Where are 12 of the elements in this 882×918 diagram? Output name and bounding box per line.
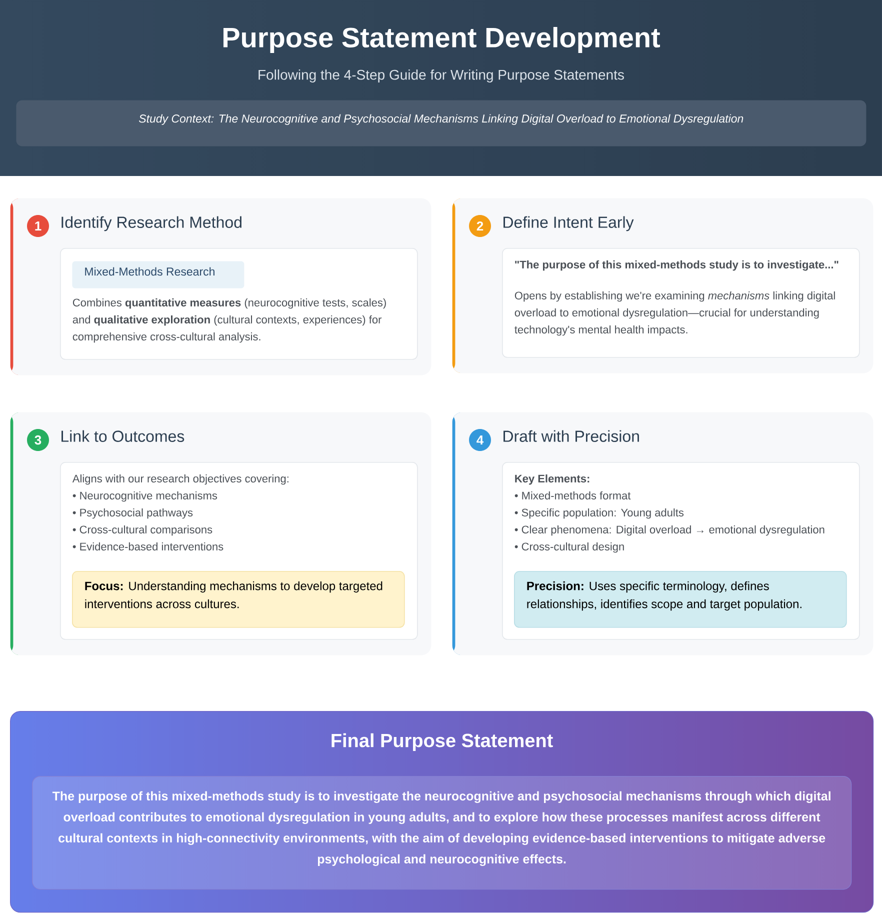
number-badge: 2 — [469, 215, 491, 237]
page-title: Purpose Statement Development — [223, 26, 660, 54]
note-box: Precision: Uses specific terminology, defines relationships, identifies scope and target population. — [514, 571, 847, 628]
number-badge: 3 — [27, 429, 49, 451]
note-box: Focus: Understanding mechanisms to develop targeted interventions across cultures. — [72, 571, 405, 628]
statement-box: The purpose of this mixed-methods study is to investigate the neurocognitive and psychosocial mechanisms through which digital overload contributes to emotional dysregulation in young adults, and to explore how these processes manifest across different cultural contexts in high-connectivity environments, with the aim of developing evidence-based interventions to mitigate adverse psychological and neurocognitive effects. — [32, 776, 852, 890]
content-box: "The purpose of this mixed-methods study is to investigate..." Opens by establishing we're examining mechanisms linking digital overload to emotional dysregulation—crucial for understanding technology's mental health impacts. — [502, 248, 860, 358]
context-banner: Study Context: The Neurocognitive and Psychosocial Mechanisms Linking Digital Overload to Emotional Dysregulation — [16, 100, 866, 146]
number-badge: 1 — [27, 215, 49, 237]
method-tag: Mixed-Methods Research — [72, 261, 244, 288]
subtitle: Following the 4-Step Guide for Writing Purpose Statements — [258, 69, 624, 83]
number-badge: 4 — [469, 429, 491, 451]
